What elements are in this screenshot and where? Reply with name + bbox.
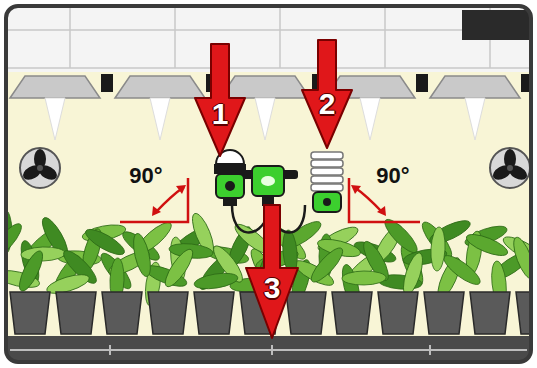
light-hood bbox=[430, 76, 520, 98]
plant-pot bbox=[148, 292, 188, 334]
grow-lights bbox=[6, 74, 531, 140]
angle-label: 90° bbox=[129, 163, 162, 189]
callout-number: 1 bbox=[212, 97, 229, 131]
light-hood bbox=[220, 76, 310, 98]
light-bulb bbox=[45, 98, 65, 140]
leaf bbox=[161, 246, 197, 290]
floor-lines bbox=[10, 345, 527, 355]
leaf bbox=[82, 225, 127, 259]
plant-pot bbox=[56, 292, 96, 334]
light-clip bbox=[416, 74, 428, 92]
light-bulb bbox=[150, 98, 170, 140]
leaf bbox=[21, 246, 65, 262]
leaf bbox=[130, 232, 154, 278]
leaf bbox=[440, 251, 484, 289]
leaf bbox=[15, 248, 47, 294]
frame bbox=[6, 6, 531, 362]
light-bulb bbox=[465, 98, 485, 140]
leaf bbox=[400, 251, 427, 297]
light-clip bbox=[101, 74, 113, 92]
leaf bbox=[430, 227, 446, 272]
plant-pot bbox=[194, 292, 234, 334]
leaf bbox=[464, 230, 510, 259]
plant-pot bbox=[470, 292, 510, 334]
fan bbox=[490, 148, 530, 188]
light-hood bbox=[10, 76, 100, 98]
callout-arrow bbox=[195, 40, 352, 338]
duct bbox=[462, 10, 531, 40]
leaf bbox=[307, 244, 347, 286]
angle-label: 90° bbox=[376, 163, 409, 189]
leaf bbox=[342, 271, 386, 286]
leaf bbox=[510, 235, 531, 281]
plant-pot bbox=[424, 292, 464, 334]
room bbox=[6, 6, 531, 362]
floor bbox=[6, 336, 531, 362]
plant-pot bbox=[378, 292, 418, 334]
plant-pot bbox=[286, 292, 326, 334]
fan bbox=[20, 148, 60, 188]
wall bbox=[6, 6, 531, 362]
plant-pot bbox=[332, 292, 372, 334]
plant-pot bbox=[516, 292, 531, 334]
leaf bbox=[193, 271, 239, 292]
ceiling-grid bbox=[6, 6, 531, 68]
callout-number: 3 bbox=[264, 271, 281, 305]
light-bulb bbox=[255, 98, 275, 140]
plant-pot bbox=[102, 292, 142, 334]
callout-number: 2 bbox=[319, 87, 336, 121]
light-hood bbox=[115, 76, 205, 98]
ceiling bbox=[6, 6, 531, 72]
plant-pot bbox=[10, 292, 50, 334]
light-bulb bbox=[360, 98, 380, 140]
